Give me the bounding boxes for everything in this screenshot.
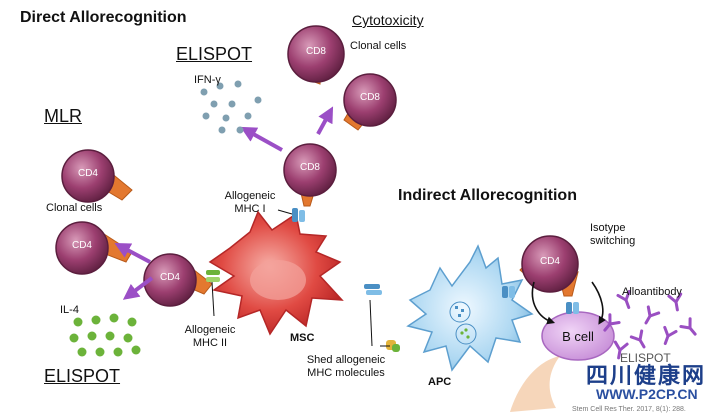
msc-label: MSC — [290, 332, 315, 344]
alloantibody — [613, 340, 629, 360]
ifn-gamma-dot — [210, 100, 218, 108]
il4-dot — [123, 333, 133, 343]
il4-label: IL-4 — [60, 304, 79, 316]
apc-cell — [406, 244, 534, 372]
alloantibody — [603, 313, 621, 332]
isotype-arrows — [531, 281, 606, 325]
cd8-cell-center — [283, 143, 337, 197]
alloantibodies — [603, 289, 697, 360]
il4-dot — [127, 317, 137, 327]
watermark-text: 四川健康网 — [586, 363, 707, 388]
alloantibody — [629, 329, 646, 349]
il4-dot — [113, 347, 123, 357]
alloantibody-label: Alloantibody — [622, 286, 682, 298]
shed-mhc — [386, 340, 400, 352]
cd4-label-left-top: CD4 — [77, 168, 98, 179]
watermark-logo — [510, 356, 560, 412]
mhc2-on-msc — [206, 270, 220, 282]
cd4-cell-left-top — [61, 149, 115, 203]
ifn-gamma-dot — [254, 96, 262, 104]
cd4-cell-left-bottom — [55, 221, 109, 275]
alloantibody — [667, 292, 683, 312]
msc-nucleus — [250, 260, 306, 300]
il4-dots — [69, 313, 141, 357]
citation-text: Stem Cell Res Ther. 2017, 8(1): 288. — [572, 406, 686, 413]
ifn-gamma-dot — [222, 114, 230, 122]
ifn-gamma-dot — [236, 126, 244, 134]
il4-dot — [69, 333, 79, 343]
cd8-label-right: CD8 — [359, 92, 380, 103]
cd4-label-left-bottom: CD4 — [71, 240, 92, 251]
label-leaders — [211, 209, 390, 347]
clonal-cells-top-label: Clonal cells — [350, 40, 407, 52]
cd4-label-indirect: CD4 — [539, 256, 560, 267]
ifn-gamma-dot — [200, 88, 208, 96]
elispot-top-heading: ELISPOT — [176, 44, 253, 64]
ifn-gamma-dots — [200, 80, 262, 134]
mlr-heading: MLR — [44, 106, 83, 126]
cd8-cell-right — [343, 73, 397, 127]
cd4-cell-indirect — [521, 235, 579, 293]
elispot-bottom-heading: ELISPOT — [44, 366, 121, 386]
t-cells — [55, 25, 579, 307]
cd4-label-center: CD4 — [159, 272, 180, 283]
alloantibody — [663, 325, 678, 346]
il4-dot — [95, 347, 105, 357]
cd8-label-top: CD8 — [305, 46, 326, 57]
apc-label: APC — [428, 376, 452, 388]
activation-arrows — [114, 106, 334, 300]
watermark-url: WWW.P2CP.CN — [596, 386, 698, 402]
indirect-allorecognition-title: Indirect Allorecognition — [398, 187, 577, 204]
il4-dot — [77, 347, 87, 357]
cd8-cell-top — [287, 25, 345, 83]
b-cell-label: B cell — [562, 329, 594, 344]
direct-allorecognition-title: Direct Allorecognition — [20, 9, 187, 26]
bcr-on-bcell — [566, 302, 579, 314]
il4-dot — [87, 331, 97, 341]
clonal-cells-left-label: Clonal cells — [46, 202, 103, 214]
ifn-gamma-dot — [218, 126, 226, 134]
ifn-gamma-dot — [234, 80, 242, 88]
ifn-gamma-dot — [202, 112, 210, 120]
apc-vesicle — [455, 323, 477, 345]
ifn-gamma-dot — [216, 82, 224, 90]
elispot-right-label: ELISPOT — [620, 351, 671, 365]
il4-dot — [105, 331, 115, 341]
apc-vesicle — [449, 301, 471, 323]
il4-dot — [73, 317, 83, 327]
il4-dot — [109, 313, 119, 323]
ifn-gamma-label: IFN-γ — [194, 74, 221, 86]
mhc1-on-msc — [292, 208, 305, 222]
il4-dot — [131, 345, 141, 355]
il4-dot — [91, 315, 101, 325]
mhc-on-apc — [502, 286, 515, 298]
mhc-molecules — [206, 208, 579, 352]
alloantibody — [616, 289, 631, 310]
alloantibody — [644, 305, 661, 325]
shed-mhc — [364, 284, 382, 295]
ifn-gamma-dot — [228, 100, 236, 108]
apc-peptides — [455, 306, 470, 339]
cd8-label-center: CD8 — [299, 162, 320, 173]
alloantibody — [679, 317, 697, 336]
cytotoxicity-heading: Cytotoxicity — [352, 12, 424, 28]
ifn-gamma-dot — [244, 112, 252, 120]
cd4-cell-center — [143, 253, 197, 307]
